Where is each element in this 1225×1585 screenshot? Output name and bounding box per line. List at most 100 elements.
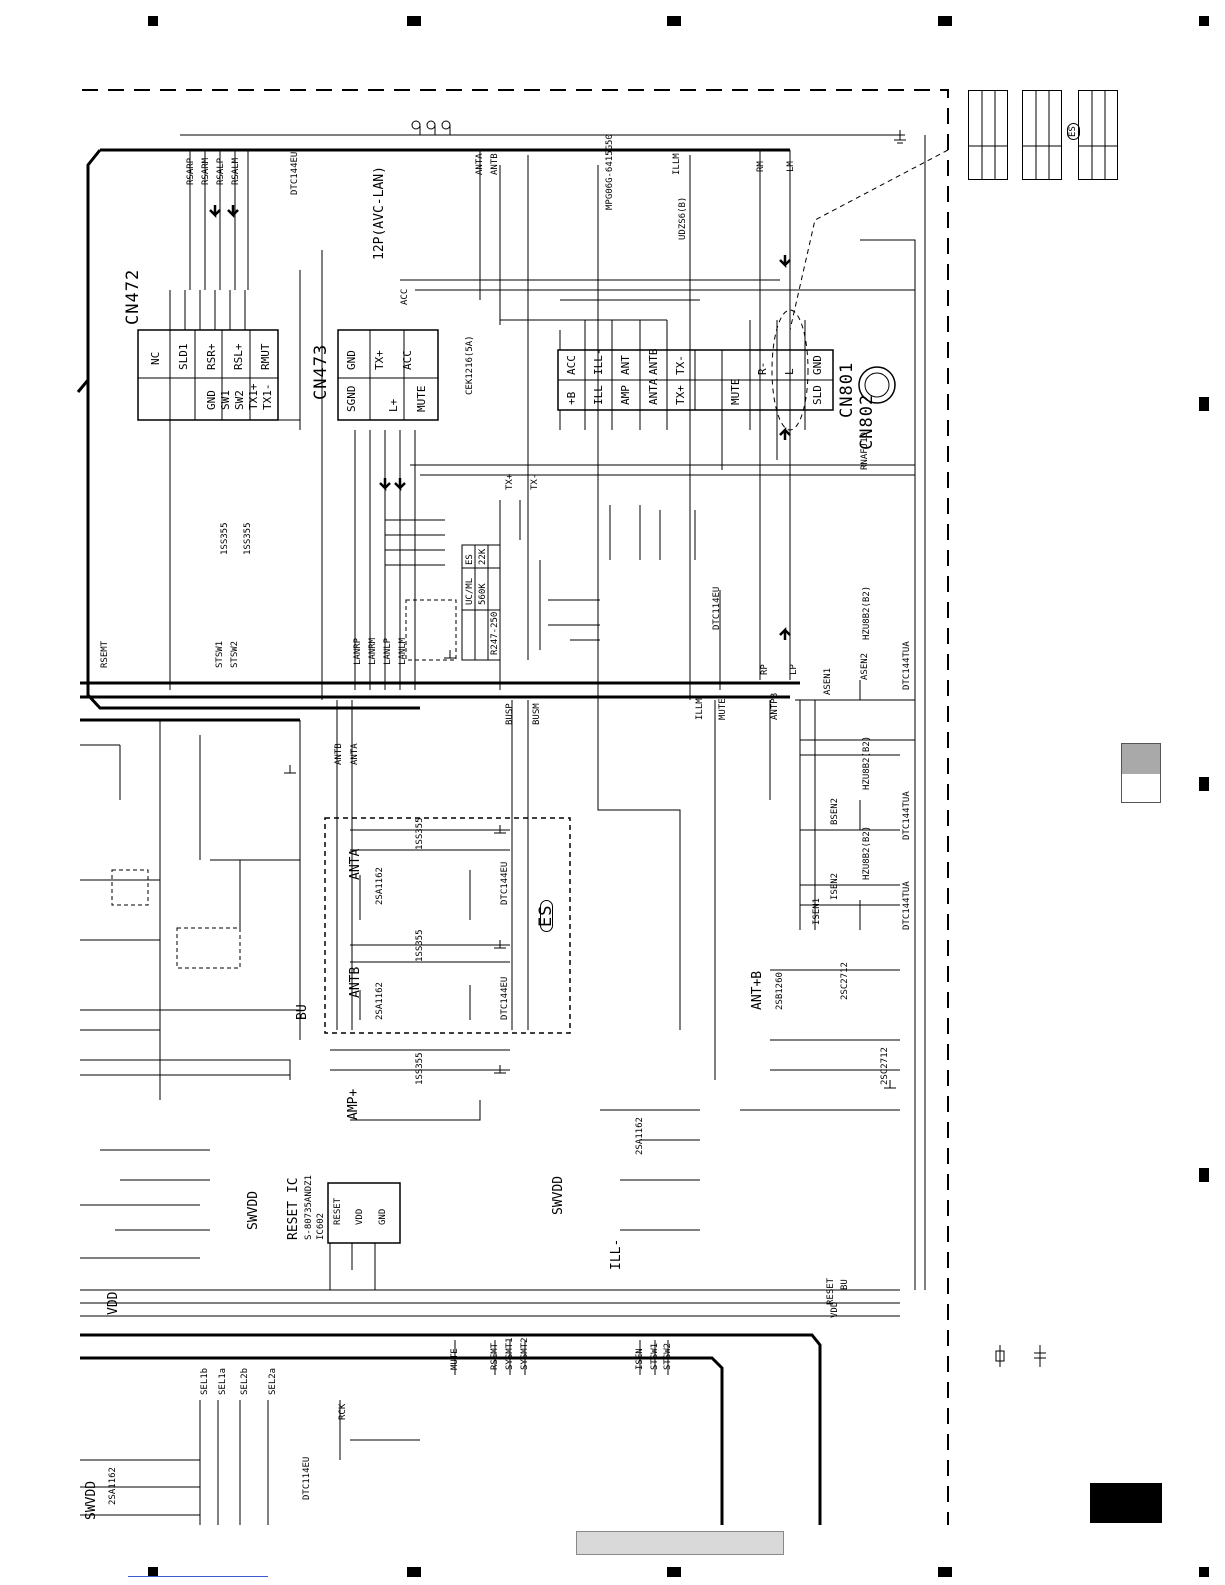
bottom-net: STSW1 (650, 1342, 660, 1370)
cn472-signal: GND (205, 390, 218, 410)
cn472-signal: NC (149, 351, 162, 365)
cn472-signal: SW2 (233, 390, 246, 410)
net-label: RM (756, 161, 766, 172)
net-label: STSW1 (215, 640, 225, 668)
es-marker: ES (536, 899, 556, 932)
net-label: LANRM (368, 637, 378, 665)
bottom-net: SEL1a (218, 1367, 228, 1395)
component-label: RNAFJ10 (860, 432, 870, 470)
net-label: LM (786, 161, 796, 172)
bottom-net: SEL1b (200, 1367, 210, 1395)
net-label: ANTB (490, 153, 500, 175)
registration-mark (667, 16, 681, 26)
component-label: 1SS355 (415, 1052, 425, 1085)
component-label: CEK1216(5A) (465, 335, 475, 395)
resistor-table-value: 560K (478, 583, 488, 605)
reset-ic-pin: GND (378, 1208, 388, 1225)
cn473-signal: MUTE (415, 385, 428, 413)
cn801-signal: ILL- (592, 348, 605, 376)
net-label: LP (789, 664, 799, 675)
cn801-signal: +B (565, 391, 578, 405)
cn472-signal: RMUT (259, 343, 272, 371)
legend-box-3 (1078, 90, 1118, 180)
cn801-signal: ANTA (647, 378, 660, 406)
bottom-net: SEL2b (240, 1367, 250, 1395)
cn473-signal: GND (345, 350, 358, 370)
component-label: HZU8B2(B2) (862, 825, 872, 880)
registration-mark (938, 1567, 952, 1577)
swvdd-label-2: SWVDD (551, 1175, 566, 1215)
component-label: 2SC2712 (880, 1047, 890, 1085)
registration-mark (148, 16, 158, 26)
net-label: ISEN1 (812, 897, 822, 925)
page-tab (1090, 1483, 1162, 1523)
component-label: HZU8B2(B2) (862, 585, 872, 640)
bottom-net: STSW2 (663, 1342, 673, 1370)
net-label: ANTPB (770, 692, 780, 720)
net-label: RSALP (216, 157, 226, 185)
cn801-label: CN801 (837, 361, 857, 418)
component-label: 2SC2712 (840, 962, 850, 1000)
component-label: DTC114EU (302, 1456, 312, 1500)
resistor-table-header: ES (465, 554, 475, 565)
vdd-label: VDD (106, 1291, 121, 1315)
reset-ic-title: RESET IC (286, 1177, 301, 1240)
section-tab-shade (1122, 744, 1160, 774)
net-label: BSEN2 (830, 797, 840, 825)
es-legend-marker: ES (1067, 123, 1080, 140)
swvdd-label-3: SWVDD (84, 1480, 99, 1520)
cn801-signal: ANT (619, 355, 632, 375)
cn801-signal: AMP (619, 385, 632, 405)
ant-plus-b-label: ANT+B (750, 970, 765, 1010)
component-label: 2SA1162 (108, 1467, 118, 1505)
registration-mark (1199, 777, 1209, 791)
right-net: VDD (830, 1301, 840, 1318)
registration-mark (407, 16, 421, 26)
resistor-table-value: 22K (478, 548, 488, 565)
component-label: DTC114EU (712, 586, 722, 630)
cn472-signal: SLD1 (177, 343, 190, 371)
net-label: ACC (400, 288, 410, 305)
cn473-title: 12P(AVC-LAN) (372, 166, 387, 260)
net-label: LANRP (353, 637, 363, 665)
component-label: 2SA1162 (375, 982, 385, 1020)
component-label: 1SS355 (415, 817, 425, 850)
bottom-net: SYSMT1 (505, 1337, 515, 1370)
registration-mark (1199, 1168, 1209, 1182)
ill-minus-label: ILL- (609, 1238, 624, 1270)
bottom-net: ISEN (635, 1348, 645, 1370)
registration-mark (1199, 397, 1209, 411)
anta-label: ANTA (348, 848, 363, 880)
component-label: 1SS355 (220, 522, 230, 555)
cn472-signal: RSL+ (232, 343, 245, 371)
component-label: DTC144EU (500, 861, 510, 905)
component-label: UDZS6(B) (678, 196, 688, 240)
reset-ic-ref: IC602 (316, 1212, 326, 1240)
net-label: ANTB (334, 743, 344, 765)
registration-mark (407, 1567, 421, 1577)
component-label: 2SA1162 (635, 1117, 645, 1155)
cn472-signal: RSR+ (205, 343, 218, 371)
component-label: DTC144EU (290, 151, 300, 195)
net-label: ANTA (350, 743, 360, 765)
right-net: BU (840, 1279, 850, 1290)
bottom-net: SYSMT2 (520, 1337, 530, 1370)
resistor-table-row-label: R247-250 (490, 611, 500, 655)
bu-label: BU (295, 1004, 310, 1020)
component-label: DTC144TUA (902, 791, 912, 840)
cn473-label: CN473 (311, 343, 331, 400)
antb-label: ANTB (348, 966, 363, 998)
component-label: 1SS355 (415, 929, 425, 962)
net-label: RSARM (201, 157, 211, 185)
registration-mark (148, 1567, 158, 1577)
amp-plus-label: AMP+ (346, 1088, 361, 1120)
net-label: BUSP (505, 703, 515, 725)
net-label: MUTE (718, 698, 728, 720)
bottom-net: RSEMT (490, 1342, 500, 1370)
net-label: RSEMT (100, 640, 110, 668)
bottom-net: MUTE (450, 1348, 460, 1370)
cn801-signal: ANTB (647, 348, 660, 376)
reset-ic-part: S-80735ANDZ1 (304, 1174, 314, 1240)
